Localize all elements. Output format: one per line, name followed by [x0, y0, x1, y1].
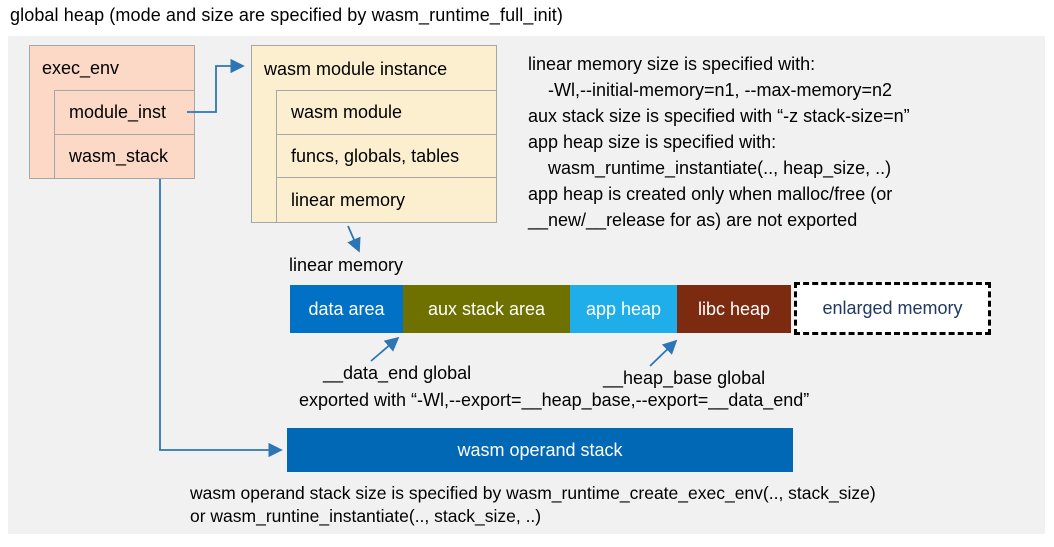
footer-note-line: wasm operand stack size is specified by …	[190, 483, 876, 503]
module-instance-field-linear-memory: linear memory	[276, 177, 497, 223]
note-line: __new/__release for as) are not exported	[528, 210, 858, 230]
module-instance-field-funcs-globals-tables: funcs, globals, tables	[276, 134, 497, 178]
module-instance-field-wasm-module: wasm module	[276, 90, 497, 135]
exported-with-label: exported with “-Wl,--export=__heap_base,…	[299, 390, 810, 410]
note-line: -Wl,--initial-memory=n1, --max-memory=n2	[548, 80, 893, 100]
linear-memory-label: linear memory	[289, 255, 404, 275]
note-line: linear memory size is specified with:	[528, 54, 816, 74]
diagram-title: global heap (mode and size are specified…	[10, 5, 563, 25]
module-instance-header: wasm module instance	[264, 59, 448, 79]
heap-base-global-label: __heap_base global	[603, 368, 766, 388]
note-line: aux stack size is specified with “-z sta…	[528, 106, 910, 126]
exec-env-field-wasm-stack: wasm_stack	[54, 134, 195, 179]
memory-segment-libc-heap: libc heap	[677, 285, 791, 333]
exec-env-box: exec_env module_inst wasm_stack	[29, 45, 195, 179]
exec-env-field-module-inst: module_inst	[54, 90, 195, 135]
footer-note: wasm operand stack size is specified by …	[190, 482, 876, 528]
memory-segment-app-heap: app heap	[570, 285, 677, 333]
wasm-operand-stack-bar: wasm operand stack	[287, 428, 793, 472]
enlarged-memory-box: enlarged memory	[794, 282, 991, 335]
memory-segment-aux-stack-area: aux stack area	[403, 285, 570, 333]
note-line: wasm_runtime_instantiate(.., heap_size, …	[548, 158, 892, 178]
module-instance-box: wasm module instance wasm module funcs, …	[251, 45, 497, 223]
exec-env-header: exec_env	[42, 58, 120, 78]
footer-note-line: or wasm_runtine_instantiate(.., stack_si…	[190, 506, 542, 526]
note-line: app heap is created only when malloc/fre…	[528, 184, 893, 204]
data-end-global-label: __data_end global	[323, 363, 472, 383]
memory-segment-data-area: data area	[290, 285, 403, 333]
notes-block: linear memory size is specified with: -W…	[528, 51, 910, 233]
note-line: app heap size is specified with:	[528, 132, 777, 152]
